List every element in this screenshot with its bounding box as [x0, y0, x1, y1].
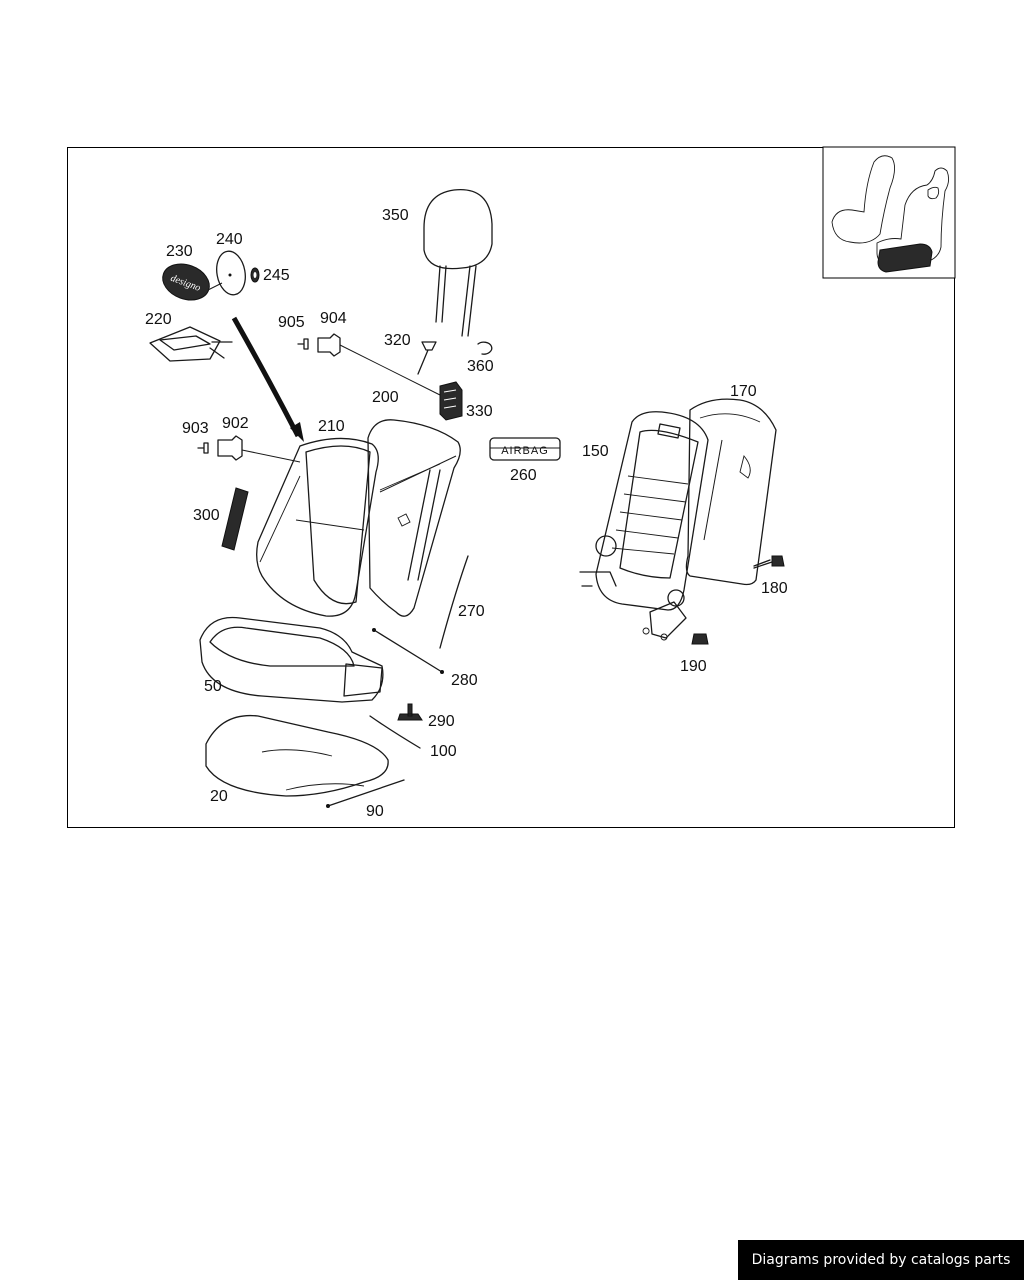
- airbag-badge-260: AIRBAG: [489, 437, 561, 461]
- rear-panel-170: [685, 398, 777, 586]
- callout-220: 220: [145, 311, 172, 328]
- callout-190: 190: [680, 658, 707, 675]
- seat-cover-50: [199, 616, 384, 703]
- callout-270: 270: [458, 603, 485, 620]
- nut-190: [691, 633, 709, 645]
- callout-210: 210: [318, 418, 345, 435]
- callout-90: 90: [366, 803, 384, 820]
- callout-50: 50: [204, 678, 222, 695]
- callout-280: 280: [451, 672, 478, 689]
- rod-90: [326, 779, 405, 808]
- wire-270: [439, 555, 469, 649]
- seatback-frame-150: [579, 411, 709, 641]
- logo-emblem-230: designo: [162, 263, 223, 301]
- callout-230: 230: [166, 243, 193, 260]
- clip-290: [397, 703, 423, 721]
- bracket-220: [149, 326, 233, 362]
- headrest-350: [423, 188, 493, 337]
- footer-credit: Diagrams provided by catalogs parts: [738, 1240, 1024, 1280]
- wire-100: [369, 715, 421, 749]
- callout-180: 180: [761, 580, 788, 597]
- ring-360: [477, 341, 493, 355]
- seatback-cover-210: [256, 437, 379, 617]
- callout-905: 905: [278, 314, 305, 331]
- module-330: [439, 381, 463, 421]
- callout-350: 350: [382, 207, 409, 224]
- assembly-arrow: [231, 316, 304, 442]
- callout-330: 330: [466, 403, 493, 420]
- callout-320: 320: [384, 332, 411, 349]
- clip-903-902: [197, 435, 301, 463]
- nut-245: [250, 267, 260, 283]
- airbag-badge-text: AIRBAG: [501, 445, 549, 457]
- callout-290: 290: [428, 713, 455, 730]
- callout-200: 200: [372, 389, 399, 406]
- callout-labels: 350 230 240 245 220 905 904 320 360 200 …: [145, 207, 788, 820]
- thumbnail-inset: [822, 146, 956, 279]
- callout-360: 360: [467, 358, 494, 375]
- callout-170: 170: [730, 383, 757, 400]
- bolt-180: [753, 555, 785, 569]
- callout-240: 240: [216, 231, 243, 248]
- diagram-frame: [67, 147, 955, 828]
- callout-20: 20: [210, 788, 228, 805]
- clip-905-904: [297, 333, 441, 396]
- seat-foam-20: [205, 714, 389, 797]
- callout-300: 300: [193, 507, 220, 524]
- side-strip-300: [221, 487, 249, 551]
- leader-lines: [379, 447, 560, 493]
- callout-260: 260: [510, 467, 537, 484]
- callout-904: 904: [320, 310, 347, 327]
- rod-280: [372, 628, 444, 674]
- callout-902: 902: [222, 415, 249, 432]
- callout-903: 903: [182, 420, 209, 437]
- guide-pin-320: [417, 341, 437, 375]
- backrest-pad-200: [367, 419, 461, 617]
- callout-245: 245: [263, 267, 290, 284]
- callout-100: 100: [430, 743, 457, 760]
- disc-240: [216, 250, 246, 296]
- callout-150: 150: [582, 443, 609, 460]
